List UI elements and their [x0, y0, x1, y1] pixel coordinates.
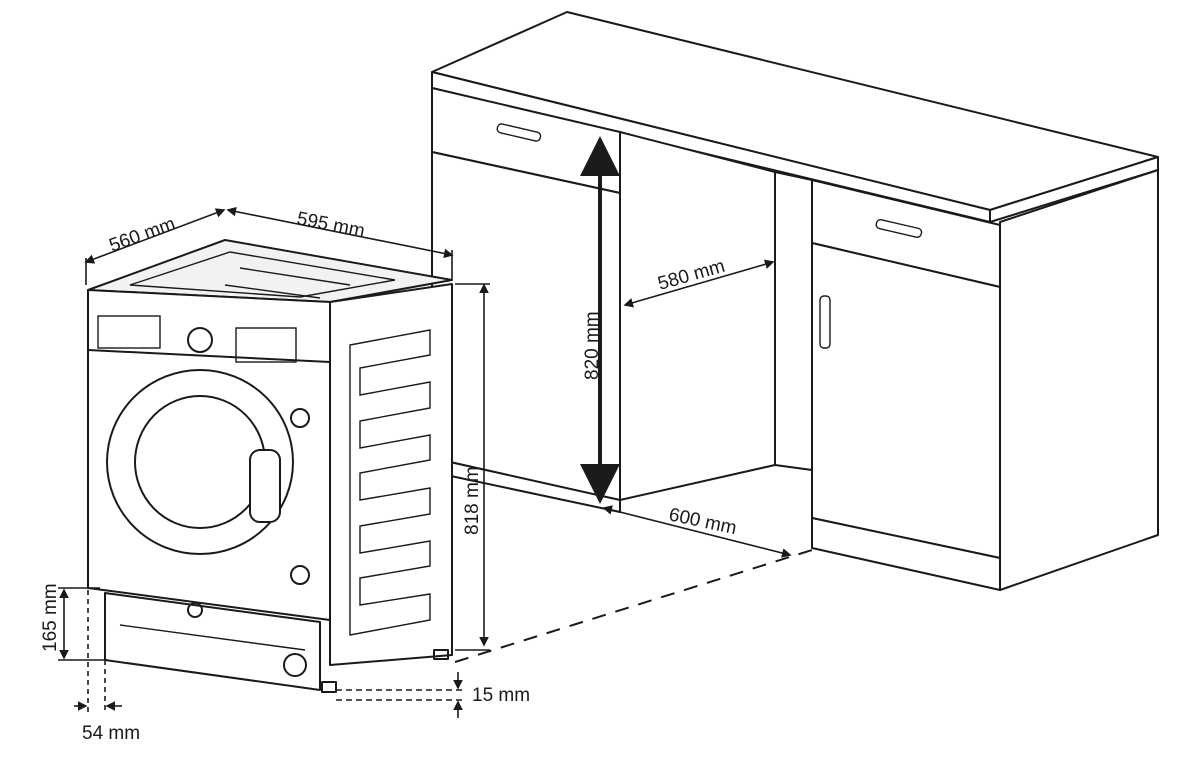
drawer-handle [875, 219, 923, 238]
right-side-panel [999, 169, 1159, 591]
niche-width-label: 600 mm [667, 504, 739, 539]
drawer-handle [496, 123, 542, 142]
display-panel [235, 327, 297, 363]
door-handle [819, 295, 831, 349]
appliance-height-label: 818 mm [462, 466, 483, 535]
width-label: 595 mm [295, 208, 366, 242]
program-knob [187, 327, 213, 353]
right-cabinet-door [811, 242, 1001, 559]
door-handle [249, 449, 281, 523]
foot-clearance-label: 15 mm [472, 685, 530, 706]
niche-height-label: 820 mm [582, 311, 603, 380]
depth-label: 560 mm [107, 213, 179, 256]
washing-machine [87, 239, 453, 693]
detergent-drawer [97, 315, 161, 349]
niche-back-wall [619, 131, 776, 501]
plinth-offset-label: 54 mm [82, 723, 140, 744]
side-insulation-pattern [349, 329, 431, 636]
door-outer [106, 369, 294, 555]
washer-plinth [104, 592, 321, 691]
kitchen-cabinet [431, 11, 1159, 591]
washer-side [329, 283, 453, 666]
plinth-height-label: 165 mm [40, 583, 61, 652]
dimension-lines [58, 136, 813, 718]
